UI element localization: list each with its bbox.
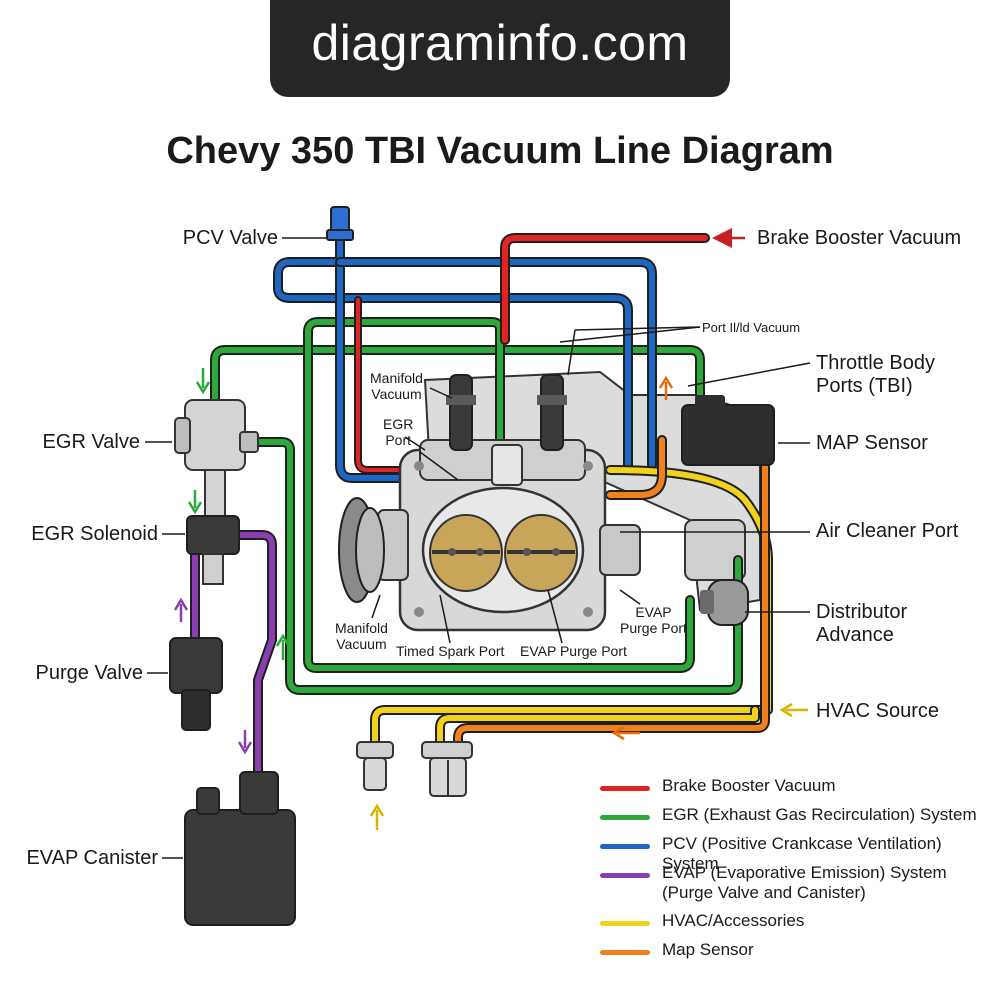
legend-text: Brake Booster Vacuum [662,776,836,795]
label-port-vacuum: Port Il/ld Vacuum [702,320,801,335]
label-map-sensor: MAP Sensor [816,432,928,454]
legend-item-evap: EVAP (Evaporative Emission) System (Purg… [600,863,990,911]
throttle-body [377,439,641,632]
label-evap-purge-port-right-line1: EVAP [635,604,672,620]
legend-text: HVAC/Accessories [662,911,805,930]
label-egr-solenoid: EGR Solenoid [31,523,158,545]
legend-item-egr: EGR (Exhaust Gas Recirculation) System [600,805,990,834]
label-manifold-vacuum-bottom-line2: Vacuum [336,636,387,652]
throttle-pulley [338,497,385,603]
label-throttle-body-ports: Throttle Body Ports (TBI) [816,352,935,398]
label-egr-port: EGR Port [383,416,413,448]
label-manifold-vacuum-top-line2: Vacuum [371,386,422,402]
legend-item-brake: Brake Booster Vacuum [600,776,990,805]
legend-item-hvac: HVAC/Accessories [600,911,990,940]
legend-text: Map Sensor [662,940,754,959]
label-egr-port-line2: Port [385,432,412,448]
distributor-advance-part [700,579,749,626]
label-throttle-body-ports-line2: Ports (TBI) [816,375,913,397]
legend-swatch [600,815,650,820]
label-distributor-advance-line1: Distributor [816,601,908,623]
air-cleaner-port-body [684,519,746,581]
legend-item-map: Map Sensor [600,940,990,969]
pcv-valve-part [326,206,354,241]
label-throttle-body-ports-line1: Throttle Body [816,352,935,374]
legend-text: EVAP (Evaporative Emission) System (Purg… [662,863,947,902]
label-evap-purge-port: EVAP Purge Port [520,643,627,659]
site-banner: diagraminfo.com [270,0,730,97]
legend-swatch [600,786,650,791]
legend: Brake Booster Vacuum EGR (Exhaust Gas Re… [600,776,990,969]
legend-text: PCV (Positive Crankcase Ventilation) Sys… [662,834,942,873]
map-sensor-part [681,395,775,466]
label-manifold-vacuum-top-line1: Manifold [370,370,423,386]
label-air-cleaner-port: Air Cleaner Port [816,520,959,542]
purge-valve-part [169,637,223,731]
diagram-title: Chevy 350 TBI Vacuum Line Diagram [166,130,834,172]
label-distributor-advance: Distributor Advance [816,601,907,647]
egr-solenoid-part [186,515,240,585]
label-evap-canister: EVAP Canister [26,847,158,869]
legend-swatch [600,844,650,849]
legend-swatch [600,950,650,955]
legend-item-pcv: PCV (Positive Crankcase Ventilation) Sys… [600,834,990,873]
hvac-fitting-right [421,741,473,797]
injector-right [537,374,567,451]
red-hose [500,233,710,345]
egr-valve-part [174,399,259,521]
label-hvac-source: HVAC Source [816,700,940,722]
label-egr-port-line1: EGR [383,416,414,432]
label-timed-spark-port: Timed Spark Port [396,643,505,659]
label-manifold-vacuum-top: Manifold Vacuum [370,370,423,402]
site-name: diagraminfo.com [311,15,689,71]
legend-text: EGR (Exhaust Gas Recirculation) System [662,805,977,824]
evap-canister-part [184,771,296,926]
label-egr-valve: EGR Valve [42,431,140,453]
injector-left [446,374,476,451]
label-purge-valve: Purge Valve [35,662,143,684]
label-manifold-vacuum-bottom: Manifold Vacuum [335,620,388,652]
label-manifold-vacuum-bottom-line1: Manifold [335,620,388,636]
label-pcv-valve: PCV Valve [182,227,278,249]
label-distributor-advance-line2: Advance [816,624,894,646]
hvac-fitting-left [356,741,394,791]
legend-swatch [600,921,650,926]
label-evap-purge-port-right: EVAP Purge Port [620,604,687,636]
legend-swatch [600,873,650,878]
label-evap-purge-port-right-line2: Purge Port [620,620,687,636]
label-brake-booster: Brake Booster Vacuum [757,227,962,249]
